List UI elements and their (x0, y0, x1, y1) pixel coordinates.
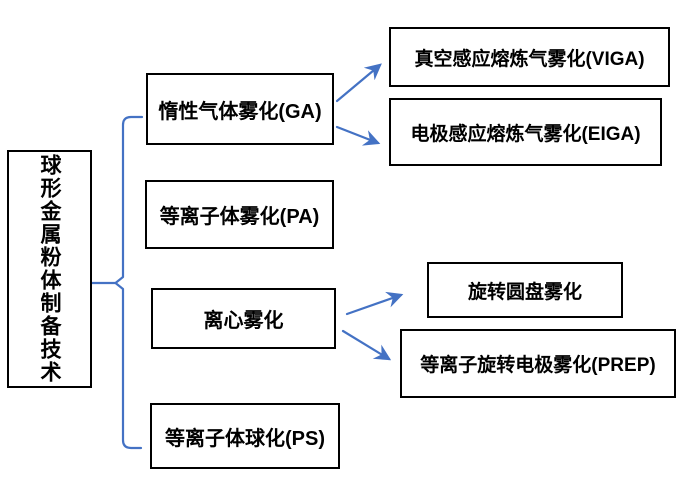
arrow-centrifugal-to-disk (345, 291, 404, 316)
node-centrifugal-atomization: 离心雾化 (151, 288, 336, 349)
node-electrode-induction-melting-gas-atomization-eiga: 电极感应熔炼气雾化(EIGA) (389, 98, 662, 166)
arrow-ga-to-eiga (335, 125, 381, 146)
arrow-centrifugal-to-prep (341, 329, 392, 361)
node-plasma-atomization-pa: 等离子体雾化(PA) (145, 180, 334, 249)
arrow-ga-to-viga (335, 63, 382, 103)
node-plasma-spheroidization-ps: 等离子体球化(PS) (150, 403, 340, 469)
brace-connector (114, 115, 144, 450)
node-plasma-rotating-electrode-atomization-prep: 等离子旋转电极雾化(PREP) (400, 329, 676, 398)
node-inert-gas-atomization-ga: 惰性气体雾化(GA) (146, 73, 334, 145)
node-rotating-disk-atomization: 旋转圆盘雾化 (427, 262, 623, 318)
root-node-spherical-metal-powder: 球形金属粉体制备技术 (7, 150, 92, 388)
node-vacuum-induction-melting-gas-atomization-viga: 真空感应熔炼气雾化(VIGA) (389, 27, 670, 87)
